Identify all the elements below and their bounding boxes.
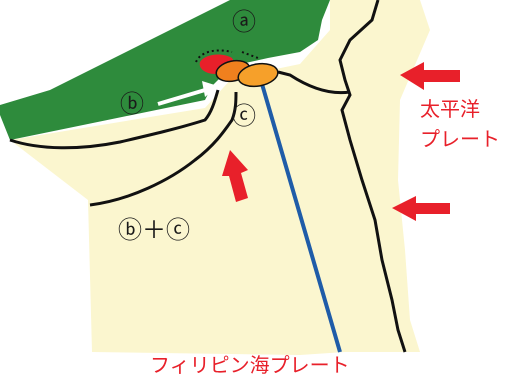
label-philippine-sea-plate: フィリピン海プレート (150, 353, 350, 377)
label-pacific-plate-1: 太平洋 (420, 97, 480, 121)
label-b-plus-c: ⓑ＋ⓒ (118, 216, 190, 244)
label-pacific-plate-2: プレート (420, 127, 500, 151)
label-b: ⓑ (120, 90, 144, 118)
label-a: ⓐ (232, 8, 256, 36)
label-c: ⓒ (232, 102, 256, 130)
